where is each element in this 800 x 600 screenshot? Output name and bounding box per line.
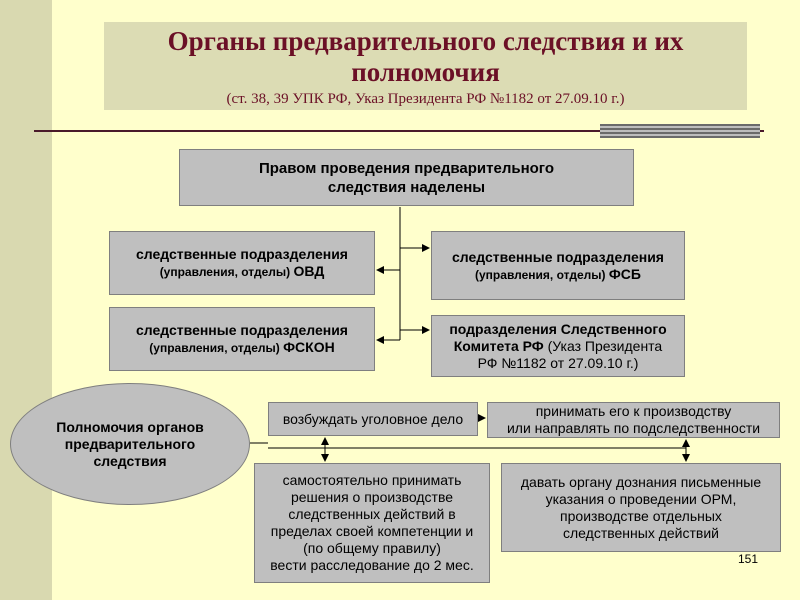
divider-line	[34, 130, 764, 132]
ovd-line2-prefix: (управления, отделы)	[159, 265, 294, 279]
power-instruct-line: указания о проведении ОРМ,	[545, 490, 737, 507]
oval-powers-heading: Полномочия органов предварительного след…	[10, 383, 250, 505]
fskon-line2-prefix: (управления, отделы)	[149, 341, 284, 355]
fsb-line2-prefix: (управления, отделы)	[475, 267, 609, 282]
page-title: Органы предварительного следствия и их п…	[167, 26, 684, 87]
power-decisions-line: решения о производстве	[290, 489, 454, 505]
sk-line3: РФ №1182 от 27.09.10 г.)	[477, 354, 639, 371]
power-decisions-line: пределах своей компетенции и	[270, 523, 474, 539]
power-accept-line2: или направлять по подследственности	[506, 420, 761, 436]
fskon-line1: следственные подразделения	[136, 322, 348, 338]
ovd-line2-name: ОВД	[293, 263, 325, 279]
top-box-investigation-authority: Правом проведения предварительного следс…	[179, 149, 634, 206]
power-decisions-line: следственных действий в	[288, 506, 456, 522]
power-instruct-line: производстве отдельных	[560, 507, 722, 524]
oval-line2: предварительного	[64, 435, 196, 452]
sk-line1: подразделения Следственного	[449, 320, 667, 337]
power-initiate-case: возбуждать уголовное дело	[268, 402, 478, 436]
page-number: 151	[738, 552, 759, 566]
power-accept-line1: принимать его к производству	[535, 403, 732, 419]
box-investigative-committee: подразделения Следственного Комитета РФ …	[431, 315, 685, 377]
oval-line3: следствия	[93, 452, 167, 469]
power-decisions-line: (по общему правилу)	[303, 540, 441, 556]
title-box: Органы предварительного следствия и их п…	[104, 22, 747, 110]
power-decisions-line: вести расследование до 2 мес.	[270, 557, 474, 573]
ovd-line1: следственные подразделения	[136, 246, 348, 262]
power-initiate-case-text: возбуждать уголовное дело	[282, 410, 464, 427]
power-instruct-line: давать органу дознания письменные	[520, 473, 762, 490]
sk-line2-rest: (Указ Президента	[543, 337, 663, 354]
fsb-line2-name: ФСБ	[608, 265, 641, 282]
power-decisions-line: самостоятельно принимать	[282, 472, 462, 488]
page-subtitle: (ст. 38, 39 УПК РФ, Указ Президента РФ №…	[226, 91, 625, 107]
power-independent-decisions: самостоятельно принимать решения о произ…	[254, 463, 490, 583]
fskon-line2-name: ФСКОН	[283, 339, 335, 355]
box-fsb: следственные подразделения (управления, …	[431, 231, 685, 300]
left-decor-band	[0, 0, 52, 600]
box-fskon: следственные подразделения (управления, …	[109, 307, 375, 371]
fsb-line1: следственные подразделения	[452, 248, 664, 265]
power-accept-or-refer: принимать его к производству или направл…	[487, 402, 780, 438]
top-box-line1: Правом проведения предварительного	[258, 159, 555, 177]
oval-line1: Полномочия органов	[56, 418, 204, 435]
sk-line2-name: Комитета РФ	[453, 337, 544, 354]
top-box-line2: следствия наделены	[327, 178, 486, 196]
box-ovd: следственные подразделения (управления, …	[109, 231, 375, 295]
divider-striped-block	[600, 124, 760, 138]
power-instruct-line: следственных действий	[563, 524, 719, 541]
power-instruct-inquiry-body: давать органу дознания письменные указан…	[501, 463, 781, 552]
